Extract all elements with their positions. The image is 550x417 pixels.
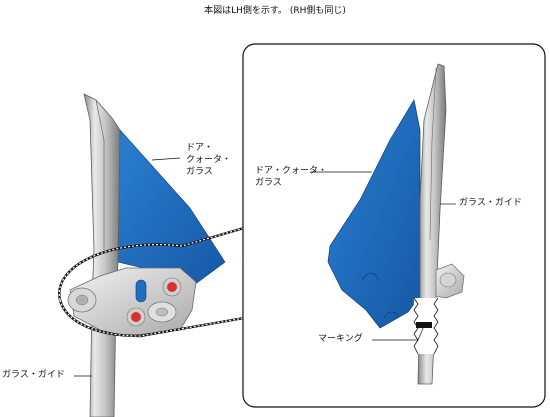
label-marking: マーキング <box>318 334 363 344</box>
marking-indicator <box>416 322 432 328</box>
label-door-quarter-glass-left-1: ドア・ <box>186 143 214 153</box>
label-glass-guide-right: ガラス・ガイド <box>459 198 522 208</box>
label-glass-guide-left: ガラス・ガイド <box>2 370 65 380</box>
detail-assembly <box>327 63 465 385</box>
left-glass-guide <box>83 93 121 417</box>
left-assembly <box>58 93 245 417</box>
label-door-quarter-glass-left-2: クォータ・ <box>186 155 232 165</box>
label-door-quarter-glass-right-2: ガラス <box>255 178 282 188</box>
leader-lines <box>74 157 456 377</box>
label-door-quarter-glass-right-1: ドア・クォータ・ <box>255 166 328 176</box>
figure-caption: 本図はLH側を示す。 (RH側も同じ) <box>204 6 346 16</box>
label-door-quarter-glass-left-3: ガラス <box>186 167 213 177</box>
